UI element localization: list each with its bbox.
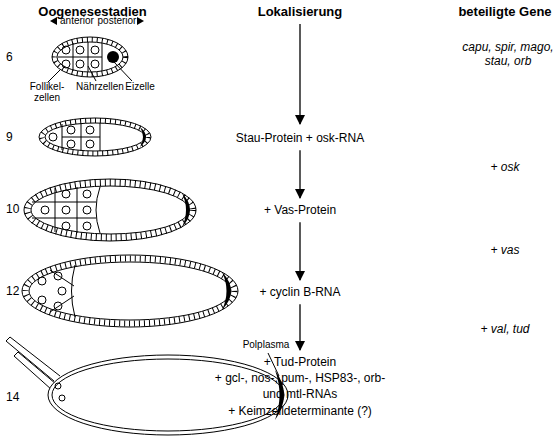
vitelline-membrane [52,359,284,431]
part-label: Follikel- zellen [24,81,70,103]
column-heading: beteiligte Gene [450,4,560,20]
flow-arrow [299,24,300,124]
egg-chamber [22,255,238,327]
cell-wall [50,296,74,312]
cell-wall [32,218,96,219]
step-text: + Tud-Protein [210,354,390,370]
follicle-cells [26,259,235,324]
follicle-boundary [45,123,145,151]
flow-arrow [299,304,300,350]
gene-list: + vas [478,243,532,257]
nurse-remnant [55,383,61,389]
gene-list: capu, spir, mago, stau, orb [458,40,558,69]
nurse-nucleus [38,296,46,304]
step-text: Stau-Protein + osk-RNA [210,130,390,146]
nurse-nucleus [54,272,62,280]
follicle-boundary [31,186,189,234]
nurse-nucleus [67,140,75,148]
nurse-nucleus [62,60,70,68]
follicle-boundary [57,42,123,72]
leader-line [88,66,96,81]
cell-wall [62,137,100,138]
nurse-nucleus [76,46,84,54]
nurse-nucleus [58,287,66,295]
cell-wall [58,57,102,58]
flow-arrow [299,222,300,280]
column-heading: Lokalisierung [240,4,360,20]
gene-list: + val, tud [466,322,544,336]
nurse-nucleus [83,190,91,198]
stage-number: 9 [6,130,26,144]
step-text: + cyclin B-RNA [240,284,360,300]
step-text: + gcl-, nos-, pum-, HSP83-, orb- und mtl… [210,370,390,402]
nurse-nucleus [86,140,94,148]
nurse-nucleus [91,46,99,54]
axis-label: anterior [57,15,97,26]
cell-wall [55,188,56,232]
stage-number: 6 [6,50,26,64]
stage-number: 14 [6,390,30,404]
oocyte-marker [107,51,119,63]
part-label: Eizelle [120,81,160,92]
nurse-nucleus [62,222,70,230]
nurse-nucleus [86,126,94,134]
localization-step: + Vas-Protein [240,202,360,218]
cell-wall [32,202,96,203]
stage-number: 10 [6,202,30,216]
cell-wall [77,187,78,233]
egg-chamber [24,179,196,241]
dorsal-appendage [14,352,56,390]
leader-line [114,62,132,81]
pole-plasm [182,193,190,227]
step-text: + Vas-Protein [240,202,360,218]
nurse-nucleus [91,60,99,68]
gene-list: + osk [478,160,532,174]
leader-line [48,70,60,82]
flow-arrow [299,150,300,198]
egg [48,355,288,435]
pole-plasm [140,127,146,147]
nurse-nucleus [54,302,62,310]
nurse-nucleus [41,206,49,214]
cell-wall [96,187,100,233]
pole-plasm [222,272,231,310]
egg-chamber [39,118,151,156]
cell-wall [72,265,76,317]
nurse-remnant [59,395,65,401]
part-label: Polplasma [236,339,296,350]
follicle-boundary [29,262,231,320]
nurse-nucleus [83,222,91,230]
axis-label: posterior [95,15,139,26]
localization-step: + cyclin B-RNA [240,284,360,300]
dorsal-appendage [6,337,60,381]
egg-chamber [52,37,128,77]
cell-wall [50,270,74,286]
nurse-nucleus [49,133,57,141]
nurse-nucleus [38,277,46,285]
stage-number: 12 [6,284,30,298]
step-text: + Keimzelldeterminante (?) [210,403,390,419]
nurse-nucleus [62,206,70,214]
nurse-nucleus [83,206,91,214]
localization-step: + Tud-Protein+ gcl-, nos-, pum-, HSP83-,… [210,354,390,419]
follicle-cells [42,121,148,154]
nurse-nucleus [62,190,70,198]
nurse-nucleus [67,126,75,134]
follicle-cells [28,183,193,238]
nurse-nucleus [76,60,84,68]
part-label: Nährzellen [72,81,128,92]
localization-step: Stau-Protein + osk-RNA [210,130,390,146]
nurse-nucleus [62,46,70,54]
